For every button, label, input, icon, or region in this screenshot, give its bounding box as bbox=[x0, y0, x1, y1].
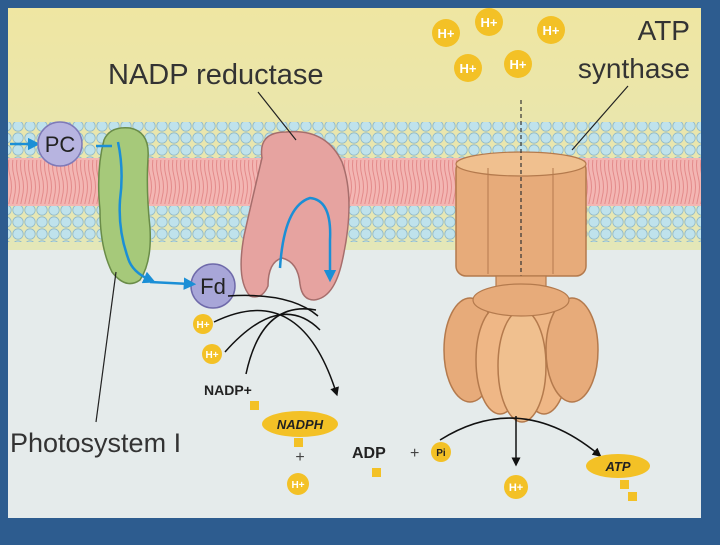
h-plus-icon: H+ bbox=[287, 473, 309, 495]
fd-icon: Fd bbox=[190, 263, 236, 309]
atp-badge bbox=[586, 454, 650, 478]
pc-label: PC bbox=[45, 132, 76, 157]
svg-text:H+: H+ bbox=[205, 350, 218, 361]
atp-synthase-leader bbox=[571, 85, 629, 151]
adp-label: ADP bbox=[352, 445, 386, 462]
fd-label: Fd bbox=[200, 274, 226, 299]
svg-text:H+: H+ bbox=[543, 23, 560, 38]
pi-label: Pi bbox=[436, 448, 446, 459]
svg-text:H+: H+ bbox=[460, 61, 477, 76]
pc-icon: PC bbox=[37, 121, 83, 167]
h-plus-icon: H+ bbox=[193, 314, 213, 334]
svg-text:H+: H+ bbox=[291, 480, 304, 491]
nadp-reductase-label: NADP reductase bbox=[108, 59, 323, 91]
nadp-reductase bbox=[240, 130, 350, 301]
nadph-reaction: H+ H+ NADP+ NADPH + H+ bbox=[193, 294, 339, 495]
nadph-label: NADPH bbox=[277, 417, 324, 432]
photosystem-label: Photosystem I bbox=[10, 428, 181, 458]
svg-text:H+: H+ bbox=[510, 57, 527, 72]
atp-synthase bbox=[443, 100, 599, 423]
atp-reaction: ADP + Pi H+ ATP bbox=[352, 416, 650, 501]
svg-text:H+: H+ bbox=[196, 320, 209, 331]
h-plus-icon: H+ bbox=[504, 475, 528, 499]
nadp-reductase-leader bbox=[257, 91, 297, 141]
h-plus-icon: H+ bbox=[202, 344, 222, 364]
svg-text:H+: H+ bbox=[481, 15, 498, 30]
photosystem-i bbox=[97, 127, 156, 285]
photosystem-leader bbox=[95, 271, 117, 423]
electron-arrow-fd bbox=[149, 277, 197, 290]
nadph-badge bbox=[262, 411, 338, 437]
atp-synthase-label-line2: synthase bbox=[578, 53, 690, 84]
nadp-plus-label: NADP+ bbox=[204, 382, 252, 398]
h-plus-icon: H+ bbox=[537, 16, 565, 44]
svg-text:H+: H+ bbox=[438, 26, 455, 41]
h-plus-icon: H+ bbox=[454, 54, 482, 82]
proton-cluster: H+ H+ H+ H+ H+ bbox=[432, 8, 565, 82]
plus-sign-1: + bbox=[295, 449, 304, 466]
stroma-area bbox=[8, 250, 701, 518]
atp-label: ATP bbox=[604, 459, 630, 474]
h-plus-icon: H+ bbox=[432, 19, 460, 47]
pi-badge bbox=[431, 442, 451, 462]
svg-text:H+: H+ bbox=[509, 482, 523, 494]
h-plus-icon: H+ bbox=[504, 50, 532, 78]
h-plus-icon: H+ bbox=[475, 8, 503, 36]
atp-synthase-label-line1: ATP bbox=[638, 15, 690, 46]
plus-sign-2: + bbox=[410, 445, 419, 462]
